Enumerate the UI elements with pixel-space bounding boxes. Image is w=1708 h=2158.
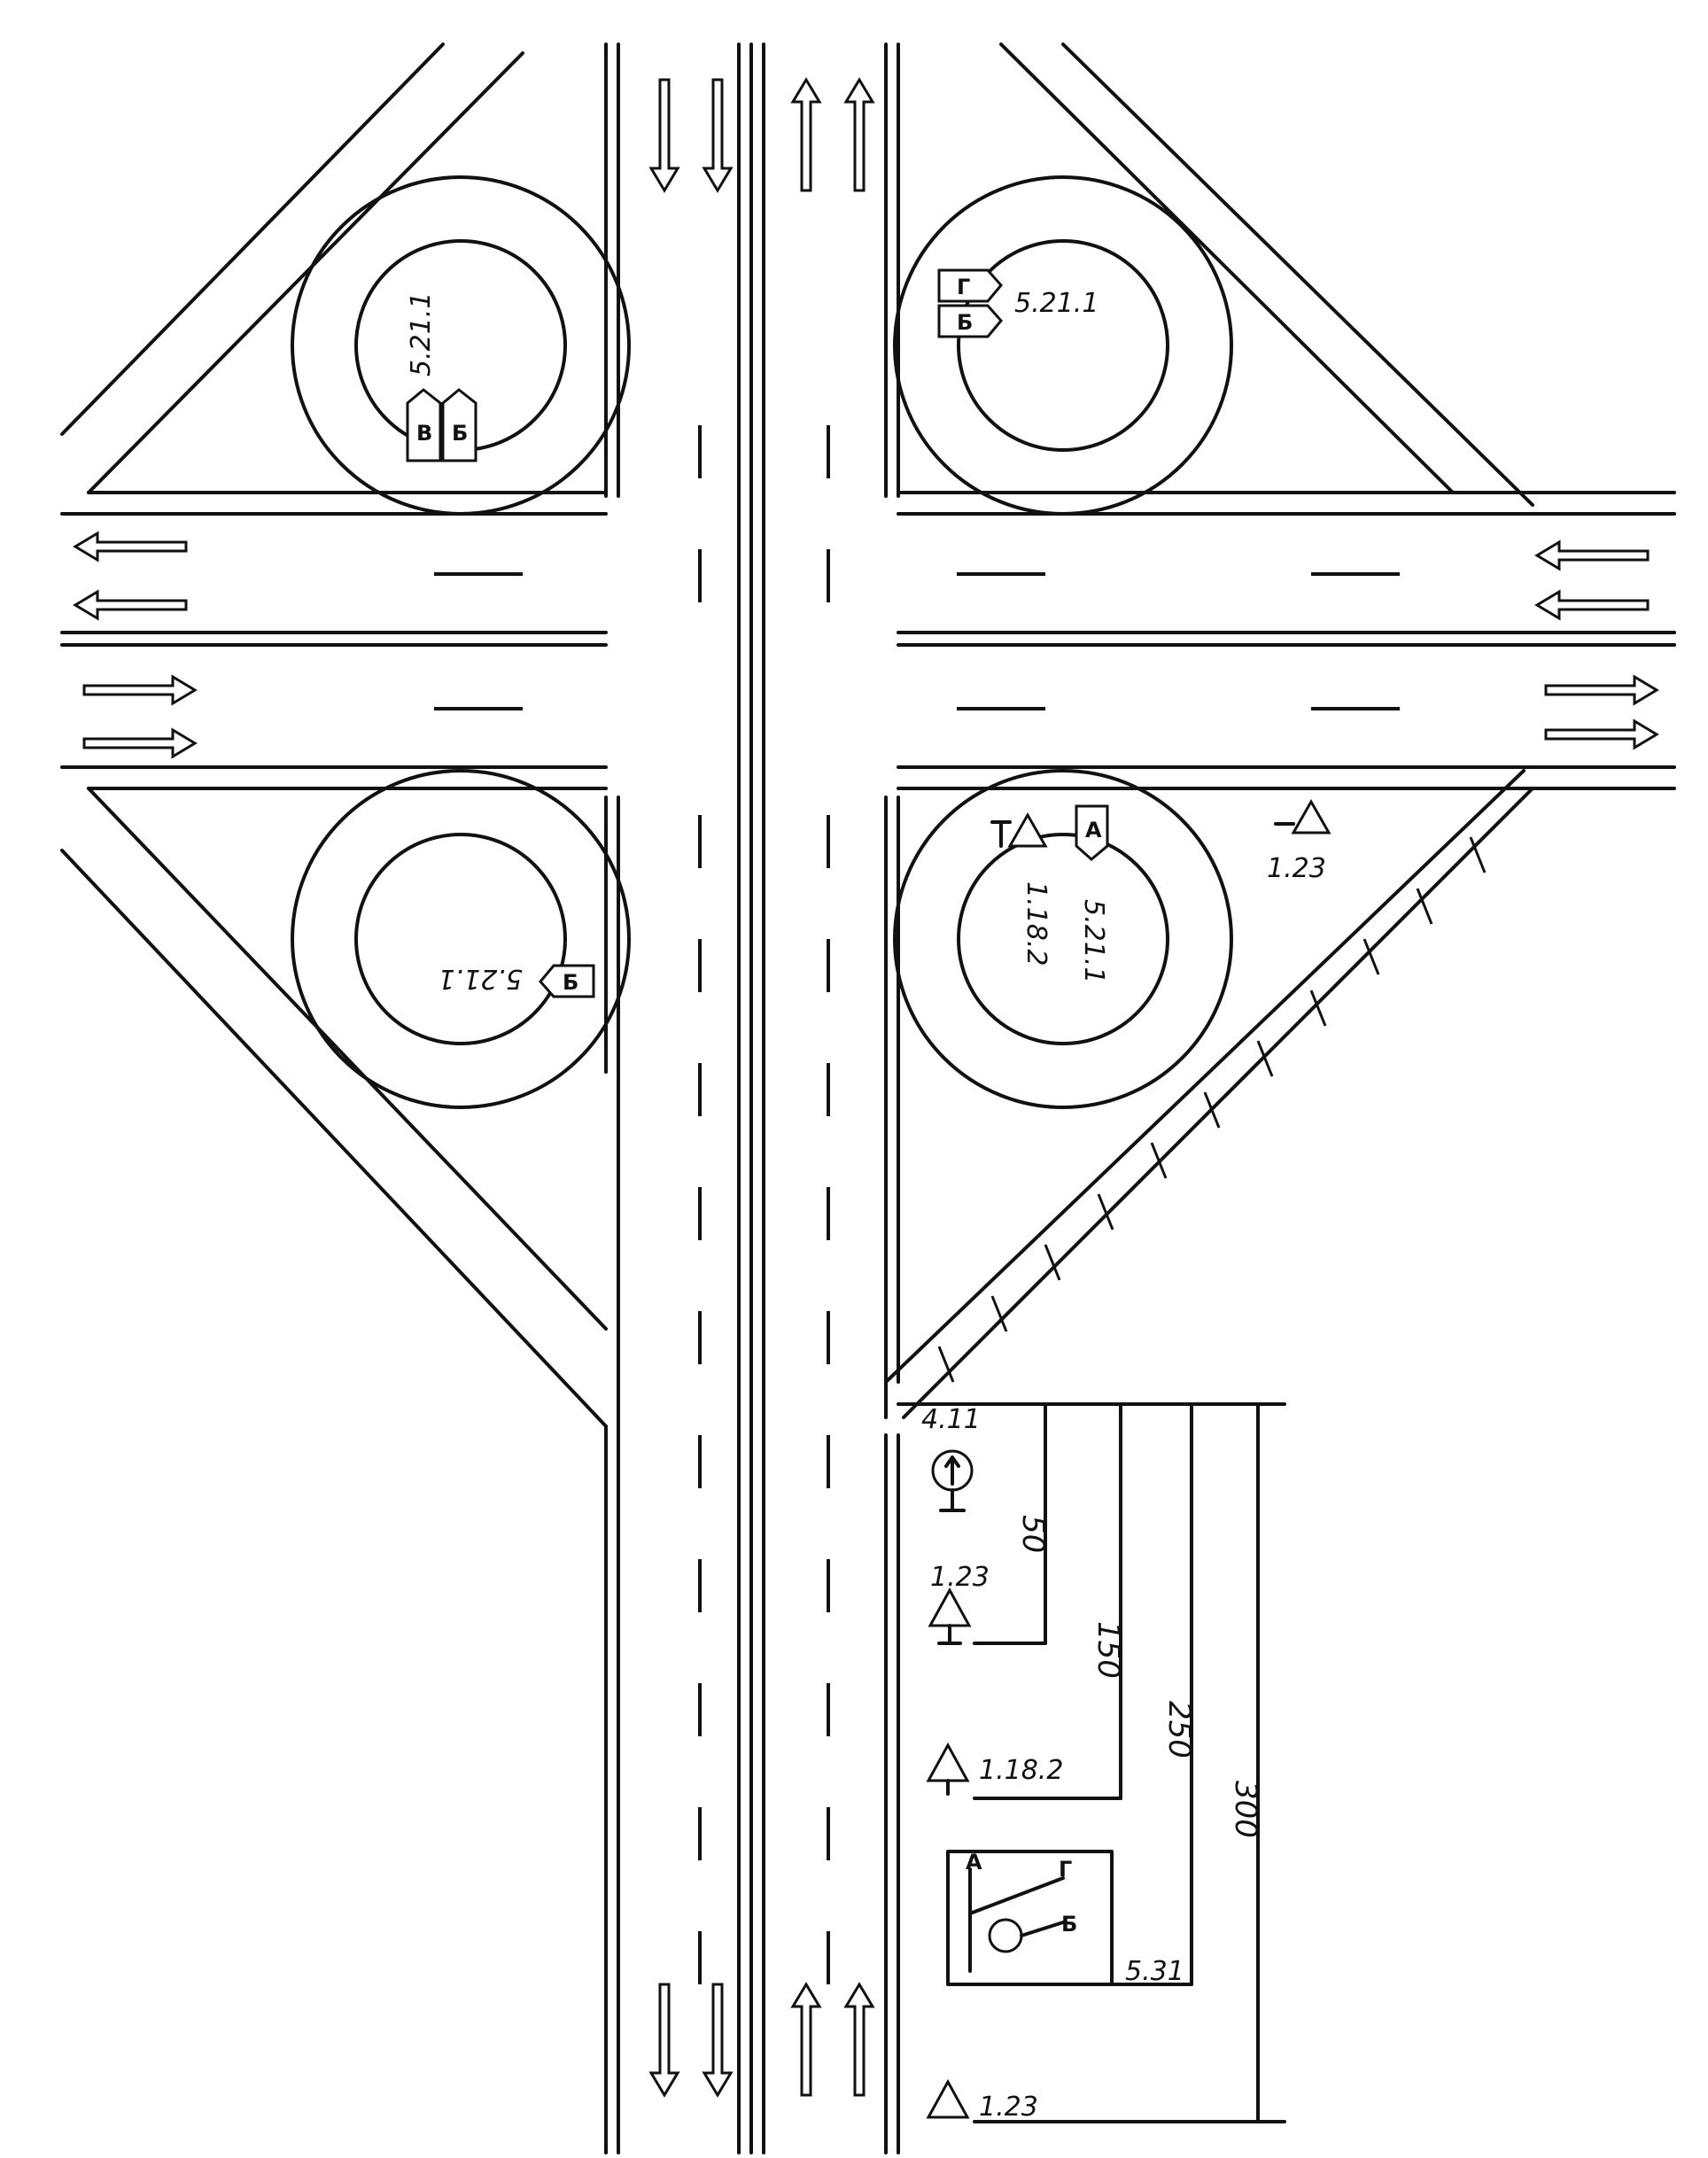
- sign-4-11-label: 4.11: [921, 1404, 981, 1435]
- direction-arrow-icon: [648, 78, 680, 193]
- direction-arrow-icon: [937, 268, 1003, 303]
- direction-arrows: [73, 77, 1659, 2098]
- direction-arrow-icon: [73, 589, 188, 621]
- direction-arrow-icon: [1544, 674, 1659, 706]
- sign-lower-right: А 5.21.1 1.18.2 1.23: [990, 798, 1331, 983]
- approach-signs: 4.11 1.23 1.18.2 А Г Б 5.31 1.23: [921, 1404, 1184, 2123]
- direction-arrow-icon: [648, 1983, 680, 2098]
- direction-arrow-icon: [1544, 718, 1659, 750]
- triangle-warning-icon: [926, 1742, 970, 1782]
- direction-arrow-icon: [843, 77, 875, 192]
- board-letter-b: Б: [1061, 1912, 1077, 1937]
- direction-arrow-icon: [1075, 804, 1109, 861]
- direction-arrow-icon: [441, 388, 477, 462]
- triangle-warning-icon: [926, 2078, 970, 2119]
- ramp-1-18-2-label: 1.18.2: [1021, 881, 1052, 966]
- upper-left-letter-b: В: [416, 421, 432, 446]
- triangle-warning-icon: [1291, 798, 1331, 834]
- dim-150: 150: [1091, 1621, 1126, 1679]
- direction-arrow-icon: [790, 1982, 822, 2097]
- cross-road: [60, 491, 1676, 790]
- direction-arrow-icon: [790, 77, 822, 192]
- lane-dashes: [698, 425, 830, 1984]
- lower-left-sign-label: 5.21.1: [439, 963, 523, 994]
- direction-arrow-icon: [1534, 589, 1650, 621]
- main-highway: [604, 43, 900, 2154]
- sign-1-23-bottom-label: 1.23: [979, 2092, 1038, 2123]
- direction-arrow-icon: [1534, 540, 1650, 571]
- direction-arrow-icon: [82, 674, 198, 706]
- direction-arrow-icon: [82, 727, 198, 759]
- upper-left-sign-label: 5.21.1: [406, 292, 437, 376]
- direction-arrow-icon: [843, 1982, 875, 2097]
- triangle-warning-icon: [1007, 811, 1048, 848]
- sign-1-18-2-approach-label: 1.18.2: [979, 1755, 1063, 1786]
- lower-right-letter-a: А: [1085, 818, 1102, 842]
- triangle-warning-icon: [928, 1587, 972, 1627]
- hatched-island: [884, 769, 1534, 1419]
- dim-300: 300: [1228, 1781, 1263, 1838]
- upper-right-letter-g: Г: [957, 275, 970, 299]
- direction-arrow-icon: [702, 78, 734, 193]
- direction-arrow-icon: [539, 964, 595, 998]
- upper-left-letter-b2: Б: [452, 421, 468, 446]
- sign-upper-right: Г Б 5.21.1: [937, 268, 1099, 338]
- direction-arrow-icon: [73, 531, 188, 563]
- sign-5-31-label: 5.31: [1125, 1956, 1184, 1987]
- dimension-lines: 50 150 250 300: [897, 1402, 1286, 2123]
- sign-lower-left: Б 5.21.1: [439, 963, 595, 998]
- upper-right-letter-b: Б: [957, 310, 973, 335]
- lower-right-sign-label: 5.21.1: [1078, 899, 1109, 983]
- route-board-icon: А Г Б: [946, 1850, 1114, 1986]
- direction-arrow-icon: [937, 304, 1003, 338]
- lower-left-letter-b: Б: [563, 970, 578, 995]
- outer-connectors: [60, 43, 1534, 1428]
- dim-250: 250: [1161, 1701, 1197, 1758]
- ramp-1-23-label: 1.23: [1267, 853, 1326, 884]
- board-letter-a: А: [966, 1850, 982, 1875]
- sign-upper-left: В Б 5.21.1: [406, 292, 477, 462]
- board-letter-g: Г: [1059, 1857, 1072, 1882]
- upper-right-sign-label: 5.21.1: [1014, 288, 1099, 319]
- direction-arrow-icon: [702, 1983, 734, 2098]
- sign-1-23-approach-label: 1.23: [930, 1562, 990, 1593]
- dim-50: 50: [1015, 1515, 1051, 1553]
- direction-arrow-icon: [406, 388, 442, 462]
